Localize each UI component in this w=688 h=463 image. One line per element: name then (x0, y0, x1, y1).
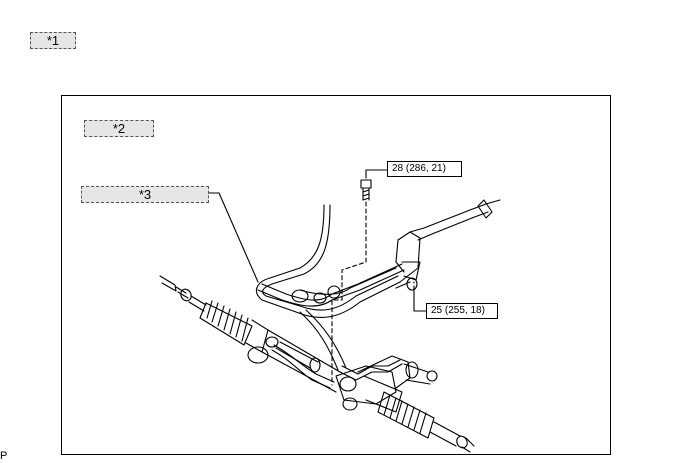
diagram-frame (61, 95, 611, 455)
label-3: *3 (81, 186, 209, 203)
bolt-leader (365, 169, 388, 179)
bolt-icon (360, 179, 372, 201)
label-2: *2 (84, 120, 154, 137)
right-boot (377, 391, 435, 439)
corner-mark: P (0, 450, 8, 462)
right-tie-rod (429, 421, 461, 447)
gear-valve-body (335, 355, 438, 413)
union-torque-callout: 25 (255, 18) (426, 303, 498, 319)
hydraulic-tubes (255, 199, 501, 318)
label-3-leader (208, 192, 259, 283)
label-1: *1 (30, 32, 76, 49)
bolt-dashed-line (331, 201, 367, 386)
left-boot (199, 300, 253, 346)
feed-tube (299, 309, 347, 371)
left-tie-rod (159, 275, 177, 292)
union-leader (413, 289, 427, 312)
bolt-torque-callout: 28 (286, 21) (387, 161, 462, 177)
return-tube-lower (271, 349, 331, 389)
